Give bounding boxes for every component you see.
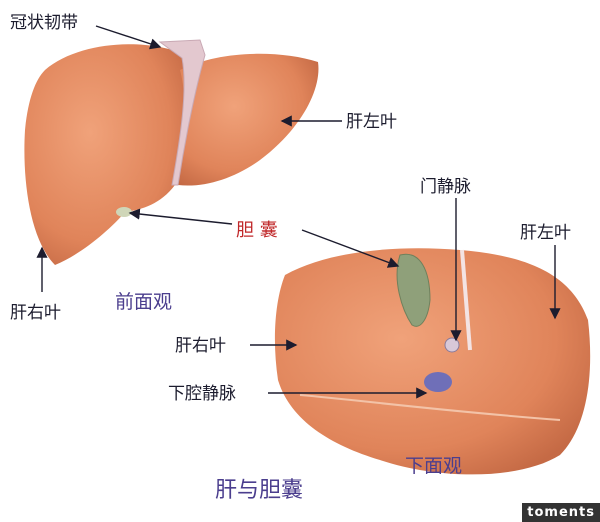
left-lobe-front <box>178 53 319 186</box>
watermark: toments <box>522 503 600 522</box>
label-coronary-ligament: 冠状韧带 <box>10 13 78 33</box>
label-gallbladder: 胆 囊 <box>236 220 278 241</box>
label-inferior-vena-cava: 下腔静脉 <box>168 384 236 404</box>
label-front-view: 前面观 <box>115 291 172 313</box>
coronary-ligament-band <box>158 39 206 186</box>
gallbladder-tip <box>116 207 132 217</box>
right-lobe-front <box>24 44 189 265</box>
diagram-title: 肝与胆囊 <box>215 478 303 503</box>
label-bottom-view: 下面观 <box>405 455 462 477</box>
liver-bottom-view <box>274 248 591 475</box>
liver-bottom-shape <box>274 248 591 475</box>
label-right-lobe-bottom: 肝右叶 <box>175 336 226 356</box>
vena-cava-shape <box>424 372 452 392</box>
label-left-lobe-bottom: 肝左叶 <box>520 223 571 243</box>
gallbladder-shape <box>396 253 431 327</box>
leader-lines <box>36 25 561 399</box>
label-left-lobe-front: 肝左叶 <box>346 112 397 132</box>
label-portal-vein: 门静脉 <box>420 177 471 197</box>
label-right-lobe-front: 肝右叶 <box>10 303 61 323</box>
liver-front-view <box>24 39 319 265</box>
